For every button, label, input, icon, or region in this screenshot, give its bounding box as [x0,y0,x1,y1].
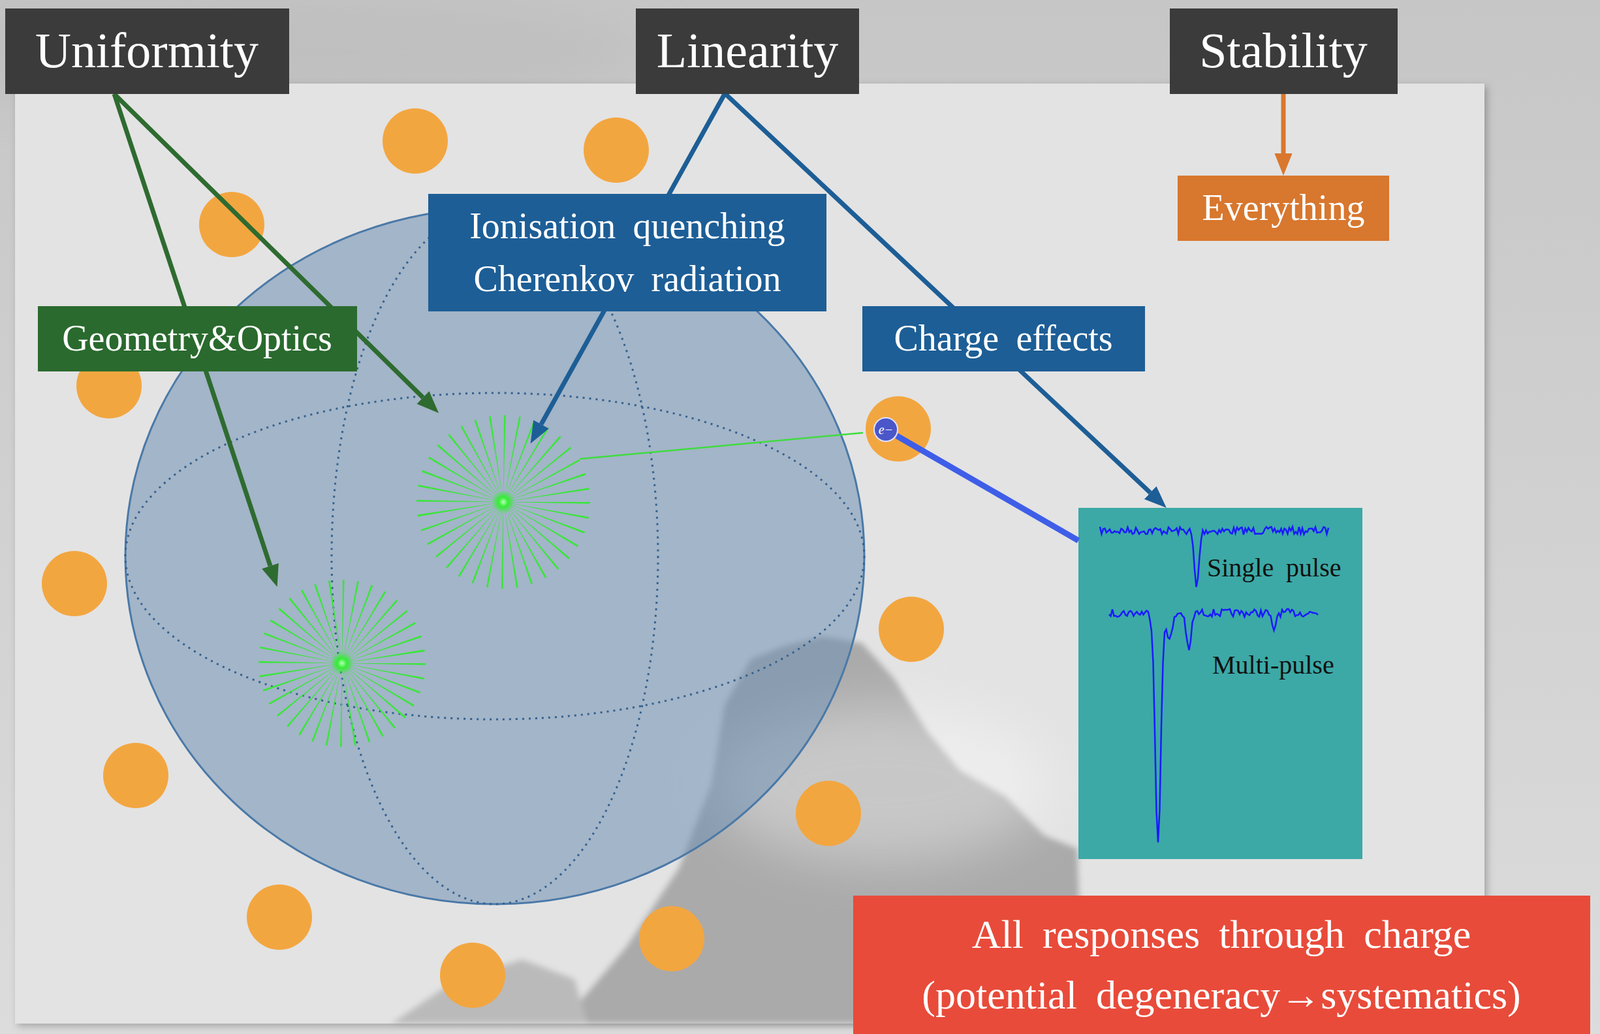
label-text: Multi-pulse [1212,649,1335,681]
label-text: Ionisation quenching [469,199,786,253]
category-label: Linearity [635,8,860,95]
pmt [639,906,705,972]
pmt [583,117,649,183]
pmt [199,191,265,258]
pmt [439,942,506,1008]
light-burst [460,458,548,546]
label-text: Stability [1199,20,1368,81]
label-text: Single pulse [1207,552,1341,584]
waveform-panel: Single pulseMulti-pulse [1078,507,1363,860]
effect-box: Ionisation quenchingCherenkov radiation [428,193,827,312]
label-text: Linearity [656,20,839,81]
connector [1281,94,1287,155]
panel [15,83,1485,1024]
light-source [491,490,516,514]
effect-box: Geometry&Optics [37,306,358,372]
light-rays [300,621,384,706]
photon-path [579,432,863,459]
label-text: All responses through charge (potential … [921,904,1522,1026]
sphere-meridian [331,208,659,905]
pmt [795,780,862,847]
sphere-equator [125,392,865,720]
label-text: Geometry&Optics [62,316,333,361]
effect-box: Charge effects [862,306,1146,372]
pmt [103,742,169,809]
pmt [246,884,313,950]
waveform-trace [1109,609,1318,843]
electron-symbol: e− [873,417,899,442]
connector [896,435,1079,541]
label-text: Everything [1202,186,1365,230]
light-burst [300,621,384,706]
pmt [382,108,448,174]
light-rays [460,458,548,546]
waveform-panel-ground [1078,507,1363,860]
label-text: Uniformity [35,20,259,81]
pmt [878,596,944,662]
pmt [41,550,108,617]
pmt-ring [41,108,944,1008]
label-text: e− [878,423,894,437]
effect-box: Everything [1177,175,1390,241]
label-text: Charge effects [893,316,1113,361]
conclusion-banner: All responses through charge (potential … [853,895,1591,1034]
label-text: Cherenkov radiation [473,252,781,306]
light-source [330,651,354,675]
category-label: Stability [1169,8,1398,95]
category-label: Uniformity [5,8,290,95]
